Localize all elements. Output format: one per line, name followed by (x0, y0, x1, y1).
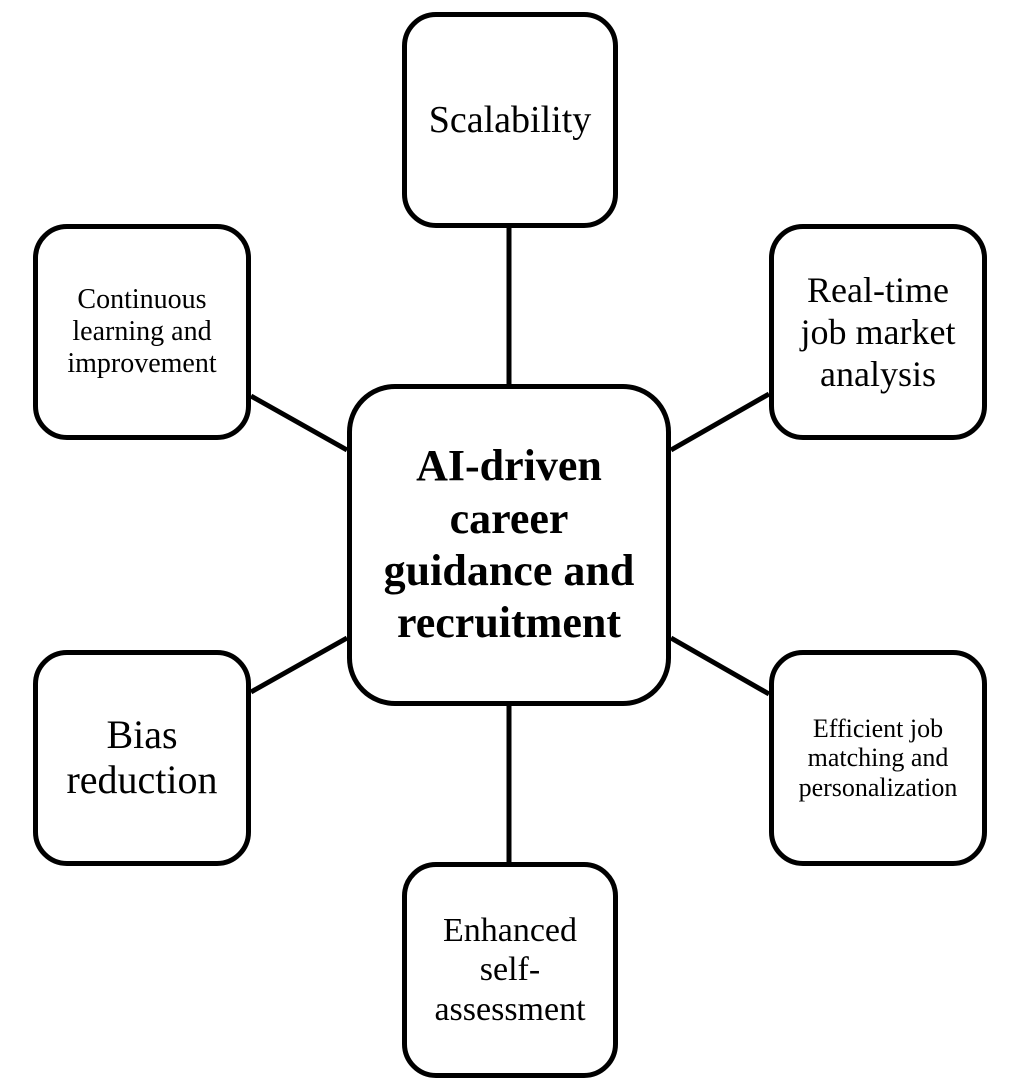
connector-continuous (249, 393, 349, 453)
connector-efficient (669, 635, 771, 697)
node-label-enhanced-self-assessment: Enhanced self-assessment (434, 912, 586, 1028)
node-continuous-learning: Continuous learning and improvement (33, 224, 251, 440)
node-realtime-job-market-analysis: Real-time job market analysis (769, 224, 987, 440)
node-scalability: Scalability (402, 12, 618, 228)
connector-bias (249, 635, 349, 695)
node-enhanced-self-assessment: Enhanced self-assessment (402, 862, 618, 1078)
hub-label: AI-driven career guidance and recruitmen… (383, 441, 635, 648)
node-label-realtime-job-market-analysis: Real-time job market analysis (800, 269, 956, 395)
node-label-continuous-learning: Continuous learning and improvement (67, 283, 217, 380)
node-label-efficient-job-matching: Efficient job matching and personalizati… (798, 714, 958, 802)
connector-realtime (669, 391, 771, 453)
hub-node: AI-driven career guidance and recruitmen… (347, 384, 671, 706)
node-label-bias-reduction: Bias reduction (66, 712, 218, 802)
node-efficient-job-matching: Efficient job matching and personalizati… (769, 650, 987, 866)
node-label-scalability: Scalability (428, 99, 592, 141)
node-bias-reduction: Bias reduction (33, 650, 251, 866)
